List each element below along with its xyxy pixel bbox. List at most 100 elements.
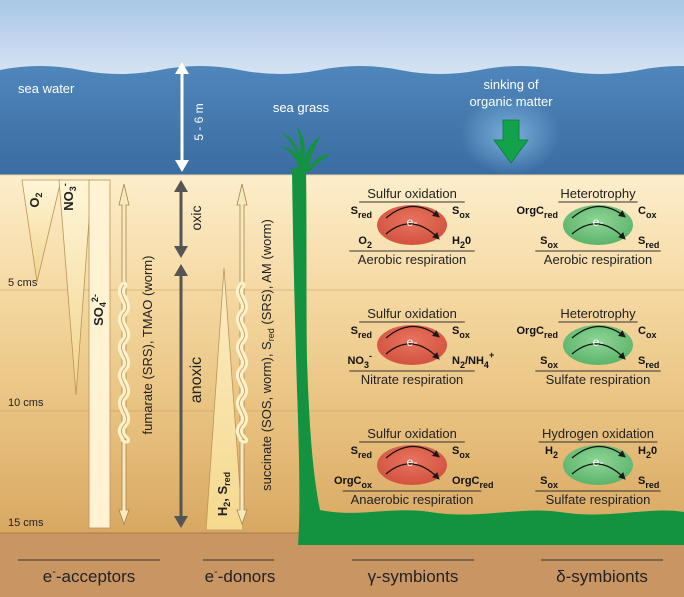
- delta-respiration-label: Sulfate respiration: [546, 492, 651, 507]
- gamma-cell: [377, 445, 447, 485]
- delta-bottom-left-label: Sox: [540, 355, 558, 370]
- delta-electron-label: e-: [593, 455, 604, 469]
- water-depth-label: 5 - 6 m: [192, 103, 206, 140]
- h2-label: H2, Sred: [215, 472, 232, 516]
- delta-bottom-right-label: Sred: [638, 235, 659, 250]
- gamma-bottom-right-label: N2/NH4+: [452, 350, 494, 370]
- depth-label-5: 5 cms: [8, 277, 38, 289]
- gamma-process-title: Sulfur oxidation: [367, 306, 457, 321]
- delta-electron-label: e-: [593, 335, 604, 349]
- worm-burrow-left-outline: [120, 284, 128, 441]
- delta-bottom-right-label: Sred: [638, 475, 659, 490]
- gamma-donor-arrow: [385, 325, 440, 339]
- gamma-bottom-left-label: O2: [358, 235, 372, 250]
- depth-label-15: 15 cms: [8, 517, 44, 529]
- delta-top-left-label: H2: [545, 445, 558, 460]
- gamma-respiration-label: Anaerobic respiration: [351, 492, 474, 507]
- gamma-donor-arrow: [385, 445, 440, 459]
- delta-process-title: Heterotrophy: [560, 186, 636, 201]
- delta-process-title: Heterotrophy: [560, 306, 636, 321]
- delta-bottom-left-label: Sox: [540, 475, 558, 490]
- delta-respiration-label: Aerobic respiration: [544, 252, 652, 267]
- fumarate-label: fumarate (SRS), TMAO (worm): [140, 256, 155, 435]
- sky: [0, 0, 684, 75]
- gamma-bottom-left-label: NO3-: [347, 351, 372, 370]
- depth-label-10: 10 cms: [8, 397, 44, 409]
- sea-grass-label: sea grass: [273, 100, 330, 115]
- delta-top-left-label: OrgCred: [516, 205, 558, 220]
- gamma-electron-label: e-: [407, 455, 418, 469]
- gamma-electron-label: e-: [407, 335, 418, 349]
- gamma-donor-arrow: [385, 205, 440, 219]
- so4-label: SO42-: [90, 294, 108, 326]
- delta-top-right-label: Cox: [638, 325, 656, 340]
- sea-water-area: [0, 66, 684, 176]
- sinking-label-1: sinking of: [484, 77, 539, 92]
- delta-electron-label: e-: [593, 215, 604, 229]
- sinking-label-2: organic matter: [469, 94, 553, 109]
- gamma-acceptor-arrow: [385, 343, 440, 360]
- delta-process-title: Hydrogen oxidation: [542, 426, 654, 441]
- sea-water-label: sea water: [18, 81, 75, 96]
- delta-donor-arrow: [571, 445, 626, 459]
- gamma-acceptor-arrow: [385, 463, 440, 480]
- delta-bottom-left-label: Sox: [540, 235, 558, 250]
- delta-heading: δ-symbionts: [556, 567, 648, 586]
- gamma-top-left-label: Sred: [351, 325, 372, 340]
- delta-bottom-right-label: Sred: [638, 355, 659, 370]
- gamma-top-right-label: Sox: [452, 205, 470, 220]
- gamma-process-title: Sulfur oxidation: [367, 426, 457, 441]
- gamma-top-left-label: Sred: [351, 205, 372, 220]
- delta-acceptor-arrow: [571, 223, 626, 240]
- acceptors-heading: e--acceptors: [43, 566, 136, 586]
- gamma-top-left-label: Sred: [351, 445, 372, 460]
- donors-heading: e--donors: [205, 566, 276, 586]
- oxic-label: oxic: [188, 206, 204, 231]
- so4-band: [88, 179, 111, 529]
- delta-cell: [563, 445, 633, 485]
- delta-acceptor-arrow: [571, 463, 626, 480]
- delta-cell: [563, 205, 633, 245]
- succinate-label: succinate (SOS, worm), Sred (SRS), AM (w…: [259, 219, 276, 491]
- delta-respiration-label: Sulfate respiration: [546, 372, 651, 387]
- delta-top-left-label: OrgCred: [516, 325, 558, 340]
- delta-top-right-label: H20: [638, 445, 657, 460]
- gamma-respiration-label: Nitrate respiration: [361, 372, 464, 387]
- delta-donor-arrow: [571, 325, 626, 339]
- gamma-cell: [377, 205, 447, 245]
- o2-gradient: [21, 179, 62, 283]
- gamma-heading: γ-symbionts: [368, 567, 459, 586]
- h2-gradient: [205, 267, 244, 531]
- anoxic-label: anoxic: [188, 357, 205, 403]
- sea-grass-leaves: [279, 126, 331, 172]
- gamma-cell: [377, 325, 447, 365]
- gamma-bottom-right-label: H20: [452, 235, 471, 250]
- delta-donor-arrow: [571, 205, 626, 219]
- gamma-bottom-left-label: OrgCox: [334, 475, 372, 490]
- gamma-process-title: Sulfur oxidation: [367, 186, 457, 201]
- no3-gradient: [58, 179, 93, 396]
- gamma-top-right-label: Sox: [452, 445, 470, 460]
- gamma-electron-label: e-: [407, 215, 418, 229]
- gamma-respiration-label: Aerobic respiration: [358, 252, 466, 267]
- sinking-arrow: [493, 119, 529, 164]
- gamma-acceptor-arrow: [385, 223, 440, 240]
- gamma-top-right-label: Sox: [452, 325, 470, 340]
- delta-acceptor-arrow: [571, 343, 626, 360]
- worm-burrow-right-outline: [238, 284, 246, 441]
- o2-label: O2: [27, 192, 44, 207]
- delta-cell: [563, 325, 633, 365]
- delta-top-right-label: Cox: [638, 205, 656, 220]
- gamma-bottom-right-label: OrgCred: [452, 475, 494, 490]
- no3-label: NO3-: [60, 183, 78, 211]
